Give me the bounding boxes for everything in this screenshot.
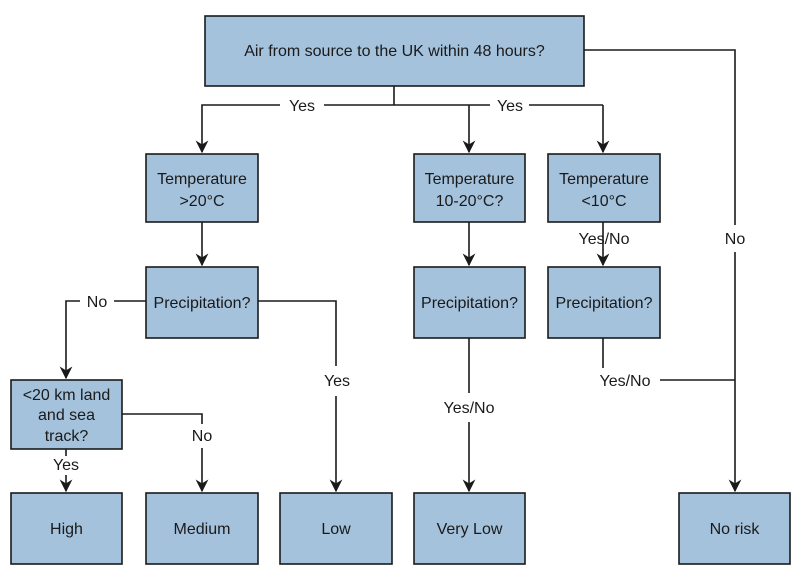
label-land-sea-no: No [192,428,213,445]
outcome-low-text: Low [321,521,351,538]
precipitation-mid-node: Precipitation? [413,266,526,339]
temperature-low-line-2: <10°C [581,193,626,210]
temperature-mid-line-1: Temperature [425,171,515,188]
temperature-high-line-1: Temperature [157,171,247,188]
outcome-medium-node: Medium [145,492,259,565]
precipitation-low-node: Precipitation? [547,266,661,339]
precipitation-low-text: Precipitation? [556,295,653,312]
outcome-high-text: High [50,521,83,538]
label-root-yes-left: Yes [289,98,315,115]
root-question-node: Air from source to the UK within 48 hour… [204,15,585,87]
label-precip-low-yesno: Yes/No [600,373,651,390]
outcome-no-risk-node: No risk [678,492,791,565]
land-sea-line-3: track? [45,428,89,445]
temperature-mid-line-2: 10-20°C? [436,193,504,210]
label-temp-low-yesno: Yes/No [579,231,630,248]
temperature-high-node: Temperature >20°C [145,153,259,223]
outcome-very-low-text: Very Low [437,521,503,538]
label-root-no: No [725,231,746,248]
precipitation-mid-text: Precipitation? [421,295,518,312]
edge-labels: Yes Yes No Yes/No No Yes Yes/No Yes/No Y… [53,98,745,474]
precipitation-high-node: Precipitation? [145,266,259,339]
edge-precip-high-no [66,300,146,378]
edge-precip-low-yesno [602,338,735,381]
temperature-high-line-2: >20°C [179,193,224,210]
outcome-very-low-node: Very Low [413,492,526,565]
root-question-text: Air from source to the UK within 48 hour… [244,43,545,60]
precipitation-high-text: Precipitation? [154,295,251,312]
nodes: Air from source to the UK within 48 hour… [10,15,791,565]
land-sea-track-node: <20 km land and sea track? [10,379,123,450]
edge-precip-high-yes [258,300,336,491]
edge-land-sea-no [122,413,202,491]
label-precip-high-no: No [87,294,108,311]
outcome-high-node: High [10,492,123,565]
label-land-sea-yes: Yes [53,457,79,474]
land-sea-line-1: <20 km land [23,387,111,404]
edge-root-yes-left [202,104,394,152]
edge-root-yes-mid [394,104,603,152]
label-root-yes-right: Yes [497,98,523,115]
land-sea-line-2: and sea [38,407,95,424]
edges [66,49,735,491]
temperature-low-line-1: Temperature [559,171,649,188]
temperature-low-node: Temperature <10°C [547,153,661,223]
edge-root-no [584,49,735,491]
label-precip-mid-yesno: Yes/No [444,400,495,417]
outcome-no-risk-text: No risk [710,521,761,538]
label-precip-high-yes: Yes [324,373,350,390]
outcome-medium-text: Medium [174,521,231,538]
temperature-mid-node: Temperature 10-20°C? [413,153,526,223]
outcome-low-node: Low [279,492,393,565]
